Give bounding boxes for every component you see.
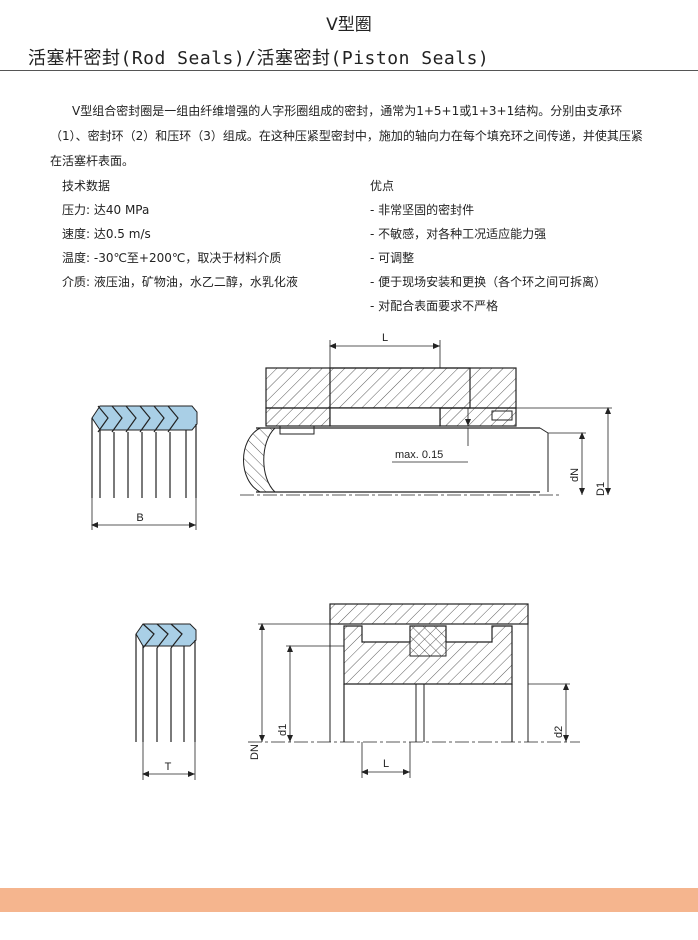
dim-d2-label: d2 <box>553 726 565 738</box>
dim-DN-label: DN <box>249 744 261 760</box>
page-title: V型圈 <box>326 15 372 35</box>
dim-d1-label: d1 <box>277 724 289 736</box>
section-subtitle: 活塞杆密封(Rod Seals)/活塞密封(Piston Seals) <box>28 48 490 69</box>
tech-media: 介质: 液压油，矿物油，水乙二醇，水乳化液 <box>62 275 298 289</box>
rod-seal-stack: B <box>91 405 198 530</box>
max-clearance-label: max. 0.15 <box>395 449 443 461</box>
advantages-heading: 优点 <box>370 179 395 193</box>
tech-pressure: 压力: 达40 MPa <box>62 203 150 217</box>
dim-dN-label: dN <box>569 468 581 482</box>
advantage-item: - 对配合表面要求不严格 <box>370 299 499 313</box>
advantage-item: - 便于现场安装和更换（各个环之间可拆离） <box>370 275 607 289</box>
subtitle-divider <box>0 70 698 71</box>
tech-heading: 技术数据 <box>62 179 111 193</box>
rod-groove-assembly: L max. 0.15 dN D1 <box>240 332 612 496</box>
dim-D1-label: D1 <box>595 482 607 496</box>
tech-temperature: 温度: -30℃至+200℃，取决于材料介质 <box>62 251 282 265</box>
dim-B-label: B <box>136 512 143 524</box>
piston-groove-assembly: DN d1 d2 L <box>248 603 580 778</box>
advantage-item: - 不敏感，对各种工况适应能力强 <box>370 227 547 241</box>
tech-speed: 速度: 达0.5 m/s <box>62 227 151 241</box>
advantage-item: - 非常坚固的密封件 <box>370 203 475 217</box>
dim-piston-L-label: L <box>383 758 389 770</box>
piston-seal-stack: T <box>135 623 197 780</box>
intro-paragraph: V型组合密封圈是一组由纤维增强的人字形圈组成的密封，通常为1+5+1或1+3+1… <box>50 104 643 168</box>
dim-L-label: L <box>382 332 388 344</box>
advantage-item: - 可调整 <box>370 251 415 265</box>
dim-T-label: T <box>165 761 172 773</box>
footer-bar <box>0 888 698 912</box>
